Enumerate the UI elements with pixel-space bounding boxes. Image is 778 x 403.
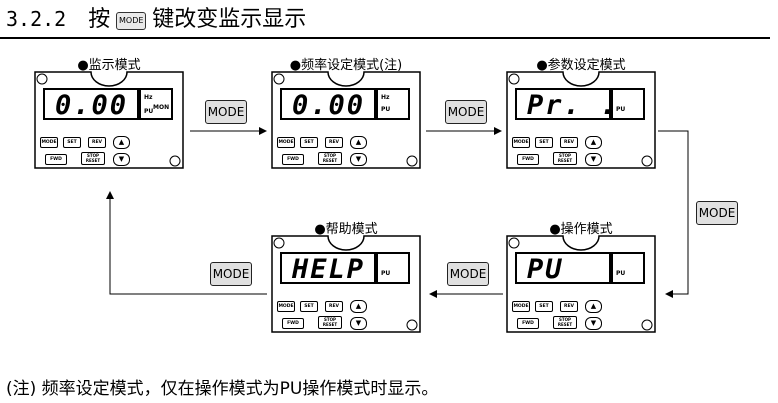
panel-mode-button: MODE [512, 137, 530, 148]
stop-label: STOP [324, 153, 336, 158]
heading-suffix: 键改变监示显示 [152, 7, 307, 32]
indicator-pu: PU [616, 270, 626, 277]
reset-label: RESET [557, 322, 573, 327]
panel-mode-button: MODE [277, 301, 295, 312]
indicator-pu: PU [144, 108, 154, 115]
panel-set-button: SET [300, 137, 318, 148]
panel-set-button: SET [535, 301, 553, 312]
panel-fwd-button: FWD [45, 154, 67, 165]
panel-rev-button: REV [325, 137, 343, 148]
heading-rule [0, 37, 770, 39]
reset-label: RESET [85, 158, 101, 163]
stop-label: STOP [87, 153, 99, 158]
reset-label: RESET [557, 158, 573, 163]
footnote: (注) 频率设定模式，仅在操作模式为PU操作模式时显示。 [6, 379, 439, 399]
panel-set-button: SET [300, 301, 318, 312]
lcd-display: HELP [280, 252, 376, 284]
mode-title: ●帮助模式 [314, 222, 378, 237]
panel-mode-button: MODE [40, 137, 58, 148]
lcd-display: 0.00 [43, 88, 139, 120]
up-arrow-icon: ▲ [585, 300, 602, 313]
lcd-display: Pr. . [515, 88, 611, 120]
panel-fwd-button: FWD [282, 154, 304, 165]
indicator-pu: PU [381, 106, 391, 113]
panel-fwd-button: FWD [517, 318, 539, 329]
panel-fwd-button: FWD [517, 154, 539, 165]
panel-set-button: SET [535, 137, 553, 148]
arrow-5-to-1 [106, 191, 267, 295]
mode-key-4: MODE [447, 262, 489, 286]
mode-key-3: MODE [696, 201, 738, 225]
up-arrow-icon: ▲ [350, 300, 367, 313]
panel-rev-button: REV [325, 301, 343, 312]
up-arrow-icon: ▲ [350, 136, 367, 149]
status-indicators: PU [611, 252, 645, 284]
panel-rev-button: REV [560, 137, 578, 148]
reset-label: RESET [322, 322, 338, 327]
panel-mode-button: MODE [277, 137, 295, 148]
indicator-hz: Hz [381, 94, 390, 101]
arrow-3-to-4 [658, 130, 689, 298]
mode-key-1: MODE [205, 100, 247, 124]
section-number: 3.2.2 [6, 7, 67, 31]
mode-title: ●操作模式 [549, 222, 613, 237]
mode-title: ●频率设定模式(注) [289, 58, 403, 73]
indicator-hz: Hz [144, 94, 153, 101]
down-arrow-icon: ▼ [350, 153, 367, 166]
reset-label: RESET [322, 158, 338, 163]
stop-label: STOP [559, 317, 571, 322]
mode-key-2: MODE [445, 100, 487, 124]
down-arrow-icon: ▼ [350, 317, 367, 330]
stop-label: STOP [559, 153, 571, 158]
lcd-display: PU [515, 252, 611, 284]
panel-rev-button: REV [560, 301, 578, 312]
indicator-pu: PU [381, 270, 391, 277]
heading-prefix: 按 [88, 7, 111, 32]
status-indicators: PU [376, 252, 410, 284]
up-arrow-icon: ▲ [585, 136, 602, 149]
mode-title: ●监示模式 [77, 58, 141, 73]
mode-title: ●参数设定模式 [536, 58, 626, 73]
down-arrow-icon: ▼ [585, 317, 602, 330]
stop-label: STOP [324, 317, 336, 322]
panel-set-button: SET [63, 137, 81, 148]
mode-key-badge: MODE [116, 12, 147, 30]
panel-mode-button: MODE [512, 301, 530, 312]
up-arrow-icon: ▲ [113, 136, 130, 149]
panel-rev-button: REV [88, 137, 106, 148]
mode-key-5: MODE [210, 262, 252, 286]
lcd-display: 0.00 [280, 88, 376, 120]
indicator-pu: PU [616, 106, 626, 113]
panel-fwd-button: FWD [282, 318, 304, 329]
down-arrow-icon: ▼ [113, 153, 130, 166]
down-arrow-icon: ▼ [585, 153, 602, 166]
indicator-mon: MON [153, 104, 170, 111]
section-heading: 3.2.2 按 MODE 键改变监示显示 [6, 4, 306, 35]
status-indicators: PU [611, 88, 645, 120]
